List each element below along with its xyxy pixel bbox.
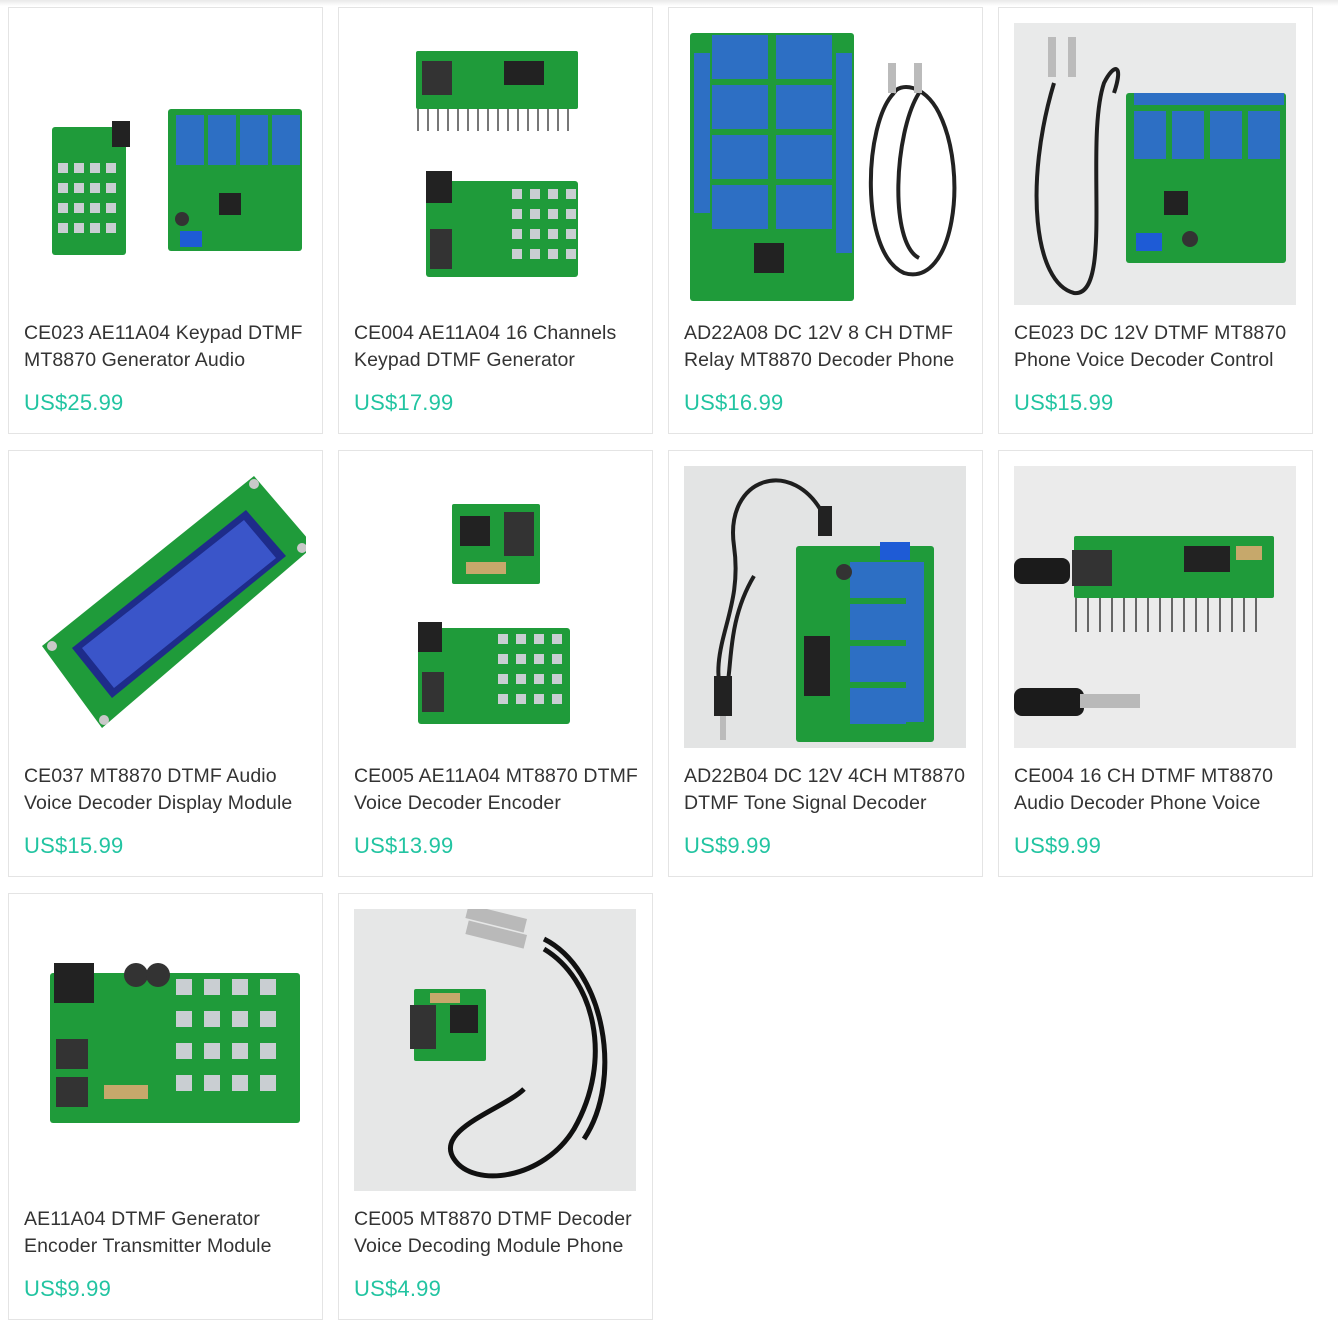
product-image-small-decoder-and-keypad[interactable] xyxy=(354,466,636,748)
top-shadow xyxy=(0,0,1338,6)
product-image-4-relay-board-with-cable[interactable] xyxy=(1014,23,1296,305)
product-image-keypad-and-relay-boards[interactable] xyxy=(24,23,306,305)
product-price: US$17.99 xyxy=(354,390,454,415)
product-title[interactable]: CE037 MT8870 DTMF Audio Voice Decoder Di… xyxy=(24,763,314,817)
product-title[interactable]: CE023 DC 12V DTMF MT8870 Phone Voice Dec… xyxy=(1014,320,1304,374)
product-card[interactable]: CE023 AE11A04 Keypad DTMF MT8870 Generat… xyxy=(8,7,323,434)
product-title-line[interactable]: Voice Decoding Module Phone xyxy=(354,1235,624,1257)
product-title[interactable]: CE004 AE11A04 16 Channels Keypad DTMF Ge… xyxy=(354,320,644,374)
product-image-decoder-strip-and-keypad[interactable] xyxy=(354,23,636,305)
product-title-line[interactable]: Encoder Transmitter Module xyxy=(24,1235,272,1257)
product-card[interactable]: CE004 AE11A04 16 Channels Keypad DTMF Ge… xyxy=(338,7,653,434)
product-price: US$4.99 xyxy=(354,1276,442,1301)
product-title-line[interactable]: AD22A08 DC 12V 8 CH DTMF xyxy=(684,322,953,344)
product-price: US$25.99 xyxy=(24,390,124,415)
product-price: US$9.99 xyxy=(1014,833,1102,858)
product-title[interactable]: CE023 AE11A04 Keypad DTMF MT8870 Generat… xyxy=(24,320,314,374)
product-card[interactable]: CE005 AE11A04 MT8870 DTMF Voice Decoder … xyxy=(338,450,653,877)
product-price: US$9.99 xyxy=(24,1276,112,1301)
product-card[interactable]: AE11A04 DTMF Generator Encoder Transmitt… xyxy=(8,893,323,1320)
product-title-line[interactable]: Keypad DTMF Generator xyxy=(354,349,576,371)
product-title-line[interactable]: AE11A04 DTMF Generator xyxy=(24,1208,260,1230)
product-title-line[interactable]: Audio Decoder Phone Voice xyxy=(1014,792,1261,814)
product-price: US$16.99 xyxy=(684,390,784,415)
product-card[interactable]: CE023 DC 12V DTMF MT8870 Phone Voice Dec… xyxy=(998,7,1313,434)
product-title-line[interactable]: DTMF Tone Signal Decoder xyxy=(684,792,927,814)
product-title-line[interactable]: CE037 MT8870 DTMF Audio xyxy=(24,765,277,787)
product-image-lcd-display-module[interactable] xyxy=(24,466,306,748)
product-price: US$15.99 xyxy=(1014,390,1114,415)
product-title[interactable]: CE005 MT8870 DTMF Decoder Voice Decoding… xyxy=(354,1206,644,1260)
product-title-line[interactable]: Relay MT8870 Decoder Phone xyxy=(684,349,955,371)
product-price: US$13.99 xyxy=(354,833,454,858)
product-title[interactable]: AD22A08 DC 12V 8 CH DTMF Relay MT8870 De… xyxy=(684,320,974,374)
product-image-4-relay-board-vertical[interactable] xyxy=(684,466,966,748)
product-price: US$15.99 xyxy=(24,833,124,858)
product-title-line[interactable]: Phone Voice Decoder Control xyxy=(1014,349,1274,371)
product-title-line[interactable]: MT8870 Generator Audio xyxy=(24,349,246,371)
product-title-line[interactable]: Voice Decoder Encoder xyxy=(354,792,561,814)
product-image-keypad-encoder-board[interactable] xyxy=(24,909,306,1191)
product-title-line[interactable]: CE005 MT8870 DTMF Decoder xyxy=(354,1208,632,1230)
product-title-line[interactable]: AD22B04 DC 12V 4CH MT8870 xyxy=(684,765,966,787)
product-title-line[interactable]: Voice Decoder Display Module xyxy=(24,792,293,814)
product-card[interactable]: CE004 16 CH DTMF MT8870 Audio Decoder Ph… xyxy=(998,450,1313,877)
product-card[interactable]: AD22A08 DC 12V 8 CH DTMF Relay MT8870 De… xyxy=(668,7,983,434)
product-card[interactable]: CE005 MT8870 DTMF Decoder Voice Decoding… xyxy=(338,893,653,1320)
product-title-line[interactable]: CE004 AE11A04 16 Channels xyxy=(354,322,617,344)
product-title-line[interactable]: CE004 16 CH DTMF MT8870 xyxy=(1014,765,1274,787)
product-image-8-relay-board[interactable] xyxy=(684,23,966,305)
product-image-decoder-strip-with-jack[interactable] xyxy=(1014,466,1296,748)
product-title-line[interactable]: CE023 AE11A04 Keypad DTMF xyxy=(24,322,303,344)
product-image-small-decoder-with-cable[interactable] xyxy=(354,909,636,1191)
product-title[interactable]: CE004 16 CH DTMF MT8870 Audio Decoder Ph… xyxy=(1014,763,1304,817)
product-title[interactable]: CE005 AE11A04 MT8870 DTMF Voice Decoder … xyxy=(354,763,644,817)
product-price: US$9.99 xyxy=(684,833,772,858)
product-title[interactable]: AE11A04 DTMF Generator Encoder Transmitt… xyxy=(24,1206,314,1260)
product-card[interactable]: AD22B04 DC 12V 4CH MT8870 DTMF Tone Sign… xyxy=(668,450,983,877)
product-title[interactable]: AD22B04 DC 12V 4CH MT8870 DTMF Tone Sign… xyxy=(684,763,974,817)
product-card[interactable]: CE037 MT8870 DTMF Audio Voice Decoder Di… xyxy=(8,450,323,877)
product-title-line[interactable]: CE023 DC 12V DTMF MT8870 xyxy=(1014,322,1287,344)
product-title-line[interactable]: CE005 AE11A04 MT8870 DTMF xyxy=(354,765,638,787)
